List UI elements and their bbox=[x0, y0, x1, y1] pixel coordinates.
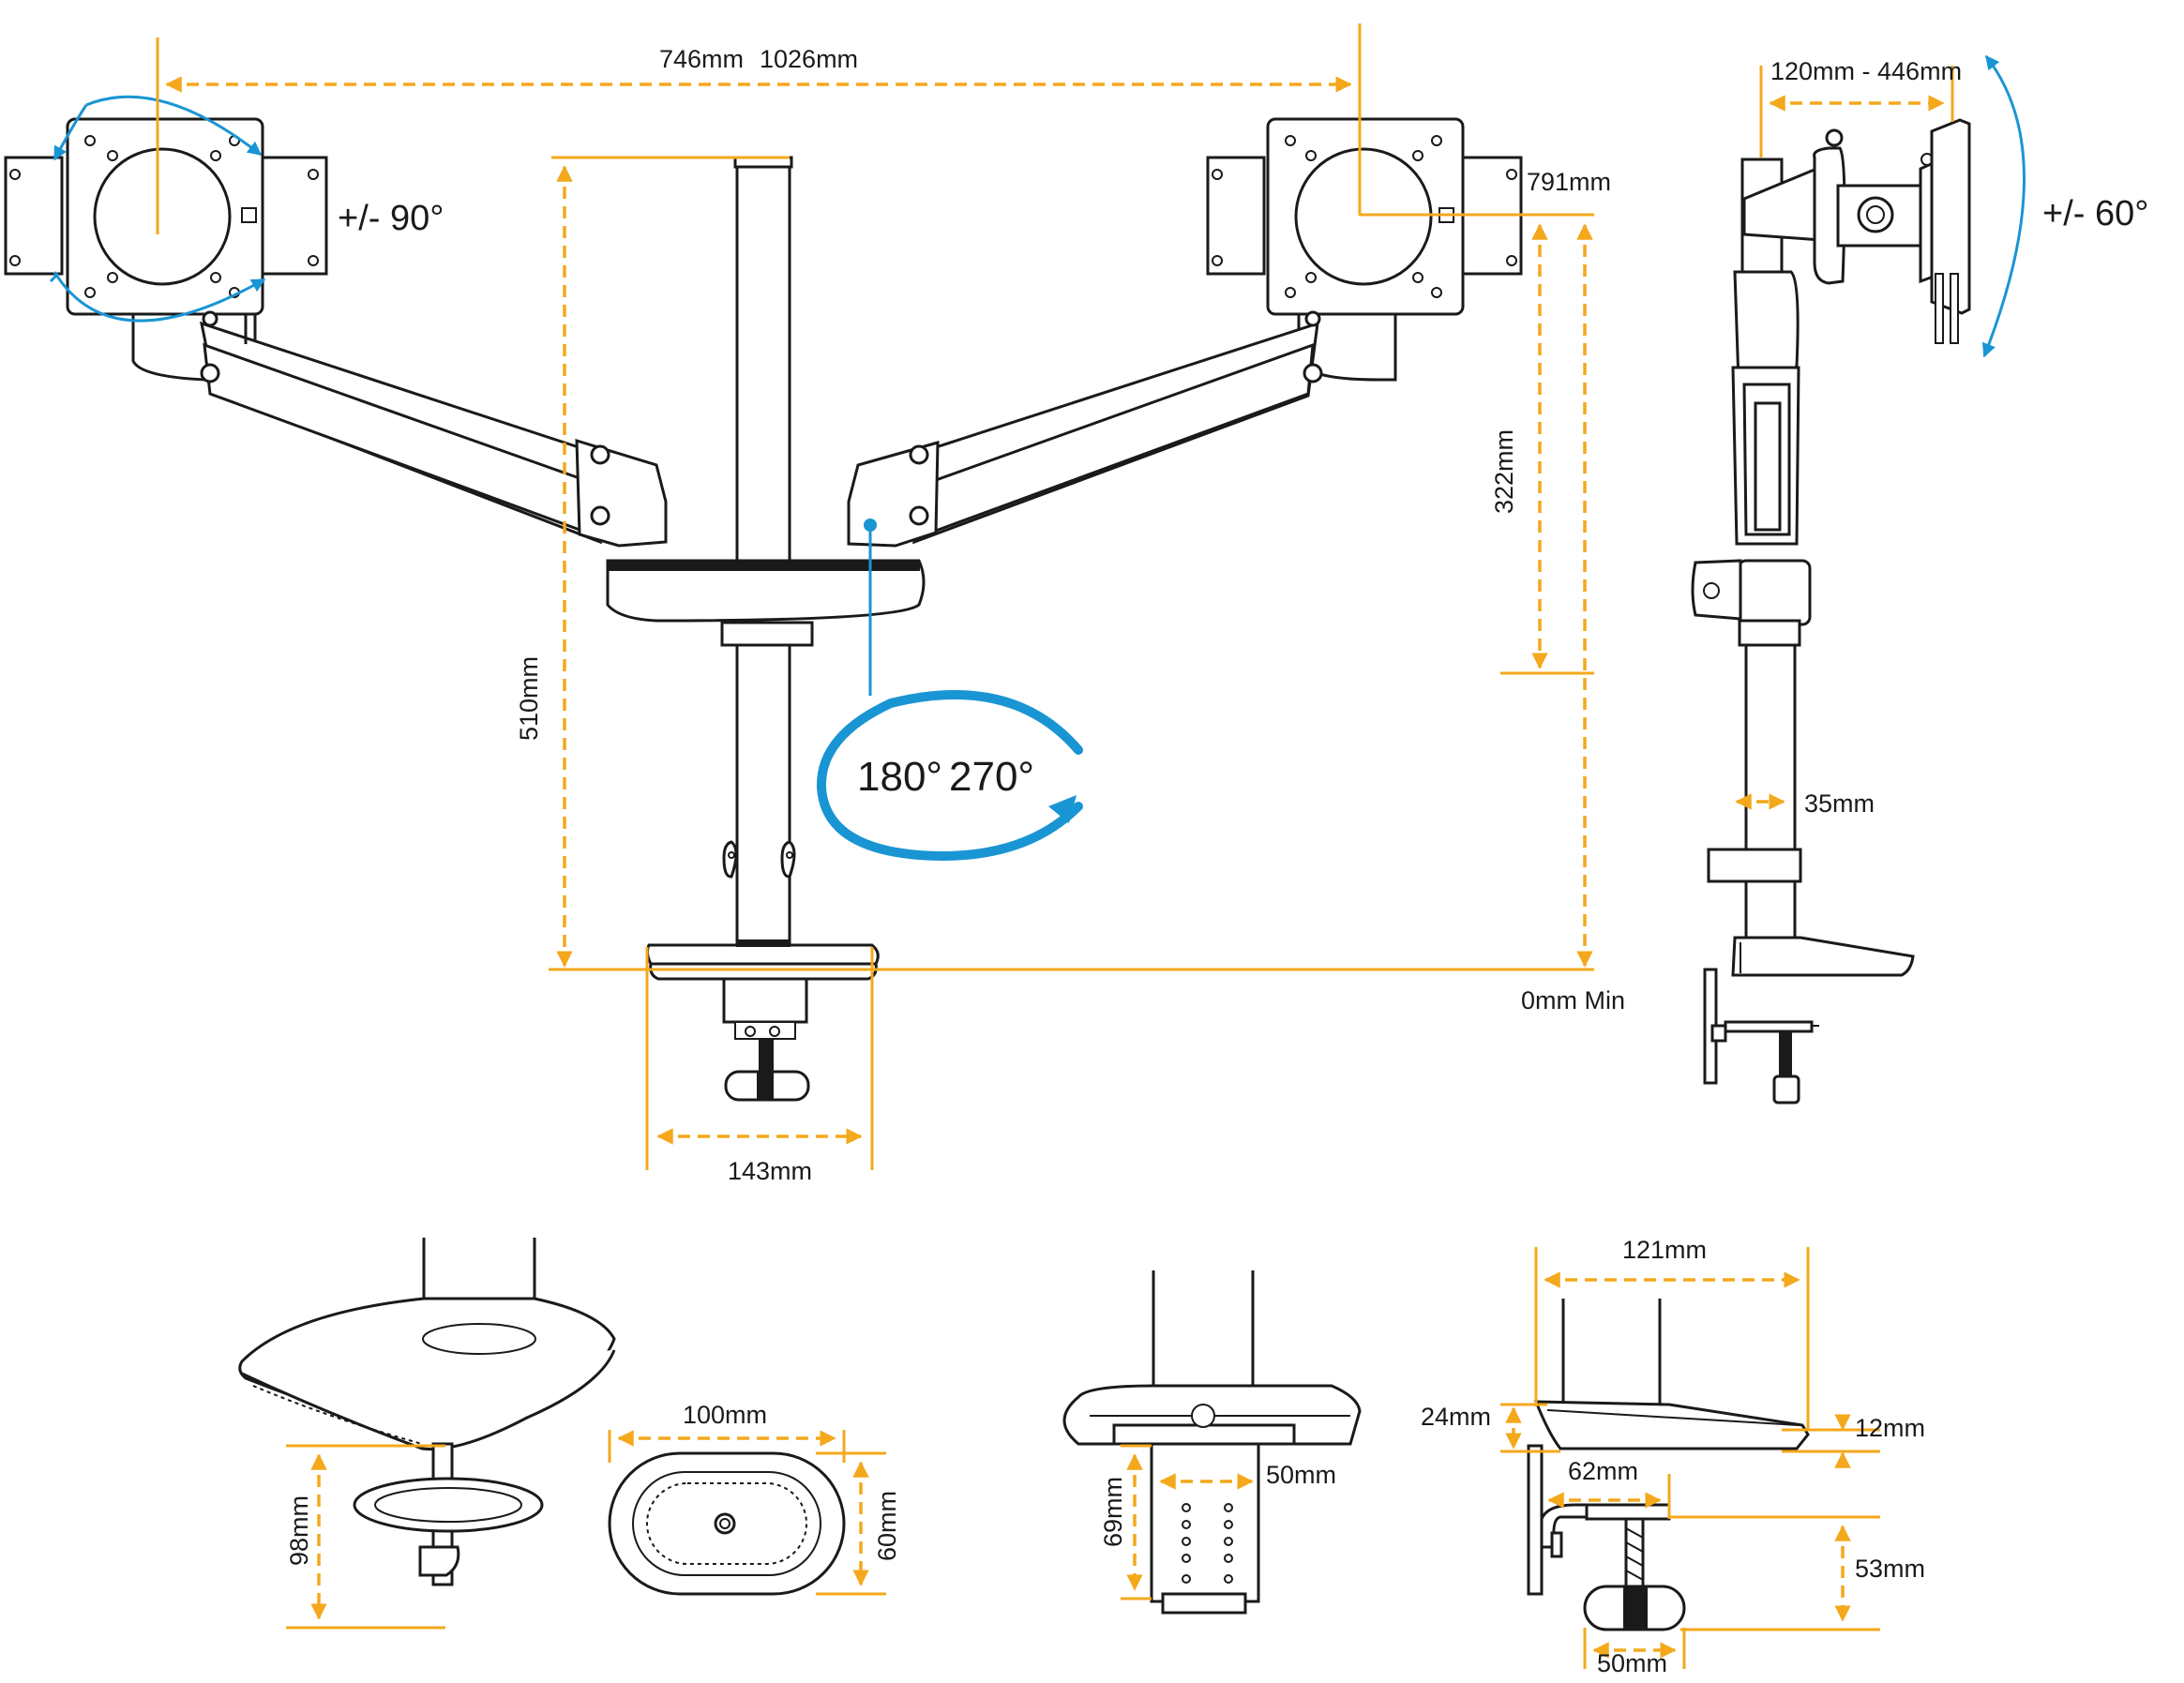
rotation-arrows-left bbox=[49, 95, 266, 323]
label-swivel-270: 270° bbox=[949, 754, 1034, 800]
right-vesa-plate bbox=[1206, 117, 1523, 316]
label-322mm: 322mm bbox=[1490, 429, 1518, 514]
clamp-side-dimensions bbox=[1500, 1247, 1880, 1669]
label-grommet-100mm: 100mm bbox=[683, 1401, 767, 1429]
desk-clamp-front bbox=[645, 939, 880, 1102]
label-791mm: 791mm bbox=[1527, 168, 1611, 196]
label-rotation-90: +/- 90° bbox=[338, 199, 444, 238]
centre-pole bbox=[606, 156, 926, 945]
label-grommet-98mm: 98mm bbox=[285, 1495, 313, 1566]
label-swivel-180: 180° bbox=[857, 754, 942, 800]
swivel-indicator bbox=[816, 518, 1083, 861]
label-base-121mm: 121mm bbox=[1622, 1236, 1707, 1264]
grommet-dimensions bbox=[286, 1430, 886, 1630]
tilt-arc bbox=[1981, 54, 2026, 358]
label-tilt-60: +/- 60° bbox=[2042, 194, 2148, 233]
label-143mm: 143mm bbox=[728, 1157, 812, 1185]
label-510mm: 510mm bbox=[515, 656, 543, 741]
label-base-12mm: 12mm bbox=[1855, 1414, 1925, 1442]
right-arm bbox=[847, 310, 1397, 548]
label-vesa-range: 120mm - 446mm bbox=[1770, 57, 1962, 85]
front-view bbox=[4, 95, 1523, 1102]
side-view bbox=[1691, 118, 1971, 1104]
dimension-lines bbox=[156, 23, 1954, 1170]
left-arm bbox=[131, 310, 668, 548]
dimension-labels: 746mm 1026mm +/- 90° 791mm 322mm 510mm 1… bbox=[285, 45, 2148, 1677]
clamp-side-detail bbox=[1527, 1299, 1810, 1631]
label-35mm: 35mm bbox=[1804, 789, 1875, 818]
label-grommet-60mm: 60mm bbox=[873, 1491, 901, 1561]
label-clamp-62mm: 62mm bbox=[1568, 1457, 1638, 1485]
label-clamp-69mm: 69mm bbox=[1099, 1477, 1127, 1547]
grommet-plate bbox=[608, 1451, 846, 1596]
label-base-24mm: 24mm bbox=[1421, 1403, 1491, 1431]
label-clamp-50mm-side: 50mm bbox=[1597, 1649, 1667, 1677]
label-clamp-53mm: 53mm bbox=[1855, 1555, 1925, 1583]
clamp-front-dimensions bbox=[1121, 1444, 1254, 1600]
label-746mm: 746mm bbox=[659, 45, 744, 73]
label-1026mm: 1026mm bbox=[760, 45, 858, 73]
clamp-front-detail bbox=[1062, 1270, 1362, 1615]
left-vesa-plate bbox=[4, 117, 328, 316]
label-clamp-50mm-front: 50mm bbox=[1266, 1461, 1336, 1489]
grommet-detail bbox=[238, 1238, 616, 1586]
label-0mm-min: 0mm Min bbox=[1521, 986, 1625, 1014]
